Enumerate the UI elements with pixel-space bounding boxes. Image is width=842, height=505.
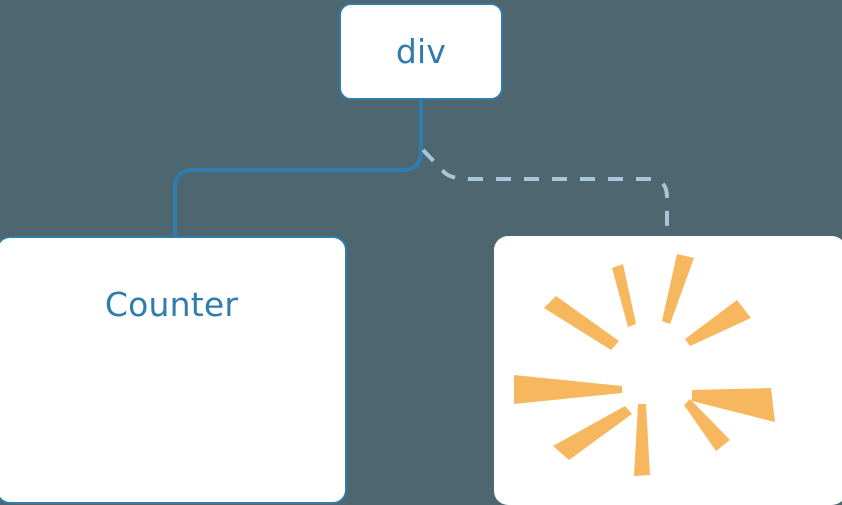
starburst-sparkle-icon bbox=[514, 254, 775, 476]
ray-se bbox=[684, 399, 730, 451]
node-counter[interactable]: Counter count 0 bbox=[0, 236, 347, 504]
ray-e bbox=[692, 388, 775, 422]
node-div-label: div bbox=[395, 32, 447, 71]
node-div[interactable]: div bbox=[339, 3, 503, 100]
edge-div-to-spinner bbox=[421, 148, 669, 240]
ray-ene bbox=[685, 300, 751, 346]
ray-nw bbox=[544, 296, 619, 350]
ray-nnw bbox=[612, 264, 636, 327]
ray-n bbox=[662, 254, 694, 324]
ray-sw bbox=[553, 406, 632, 460]
node-spinner[interactable] bbox=[494, 236, 842, 505]
edge-div-to-counter bbox=[173, 98, 423, 242]
node-counter-label: Counter bbox=[104, 285, 239, 324]
ray-s bbox=[634, 404, 650, 476]
ray-w bbox=[514, 375, 622, 404]
